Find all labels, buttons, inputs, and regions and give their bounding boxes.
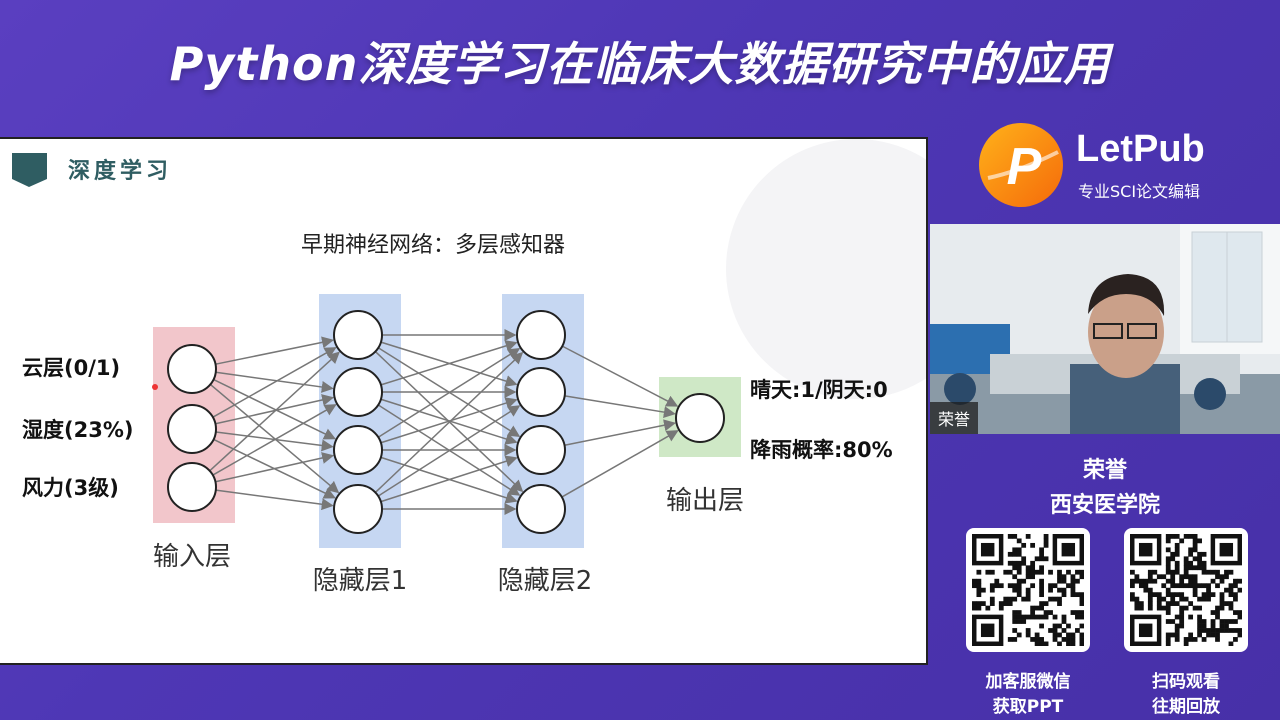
brand-tagline: 专业SCI论文编辑 — [1078, 182, 1201, 201]
layer-label-input: 输入层 — [153, 542, 231, 572]
input-node-1 — [167, 344, 217, 394]
network-nodes — [167, 310, 725, 534]
hidden2-node-3 — [516, 425, 566, 475]
qr-caption-replay: 扫码观看 往期回放 — [1111, 670, 1261, 720]
qr-caption-wechat-line-1: 加客服微信 — [985, 672, 1071, 692]
connection-arrow — [380, 397, 518, 444]
qr-code-image — [1130, 534, 1243, 647]
output-label-rain: 降雨概率:80% — [750, 438, 893, 462]
feature-label-wind: 风力(3级) — [22, 476, 119, 500]
connection-arrow — [212, 347, 337, 418]
hidden1-node-1 — [333, 310, 383, 360]
hidden1-node-3 — [333, 425, 383, 475]
layer-label-hidden-1: 隐藏层1 — [313, 566, 408, 596]
hidden2-node-2 — [516, 367, 566, 417]
feature-label-humidity: 湿度(23%) — [22, 418, 133, 442]
input-node-2 — [167, 404, 217, 454]
feature-label-cloud: 云层(0/1) — [22, 356, 120, 380]
connection-arrow — [561, 345, 679, 407]
page-title: Python深度学习在临床大数据研究中的应用 — [169, 37, 1111, 91]
qr-code-replay[interactable] — [1124, 528, 1248, 652]
hidden1-node-4 — [333, 484, 383, 534]
qr-code-image — [972, 534, 1085, 647]
qr-code-wechat[interactable] — [966, 528, 1090, 652]
video-frame-image — [930, 224, 1280, 434]
letpub-logo-icon: P — [979, 123, 1063, 207]
connection-arrow — [212, 404, 337, 476]
connection-arrow — [377, 405, 521, 497]
qr-caption-wechat-line-2: 获取PPT — [992, 697, 1064, 717]
diagram-title: 早期神经网络：多层感知器 — [301, 233, 565, 258]
connection-arrow — [377, 348, 521, 438]
mlp-diagram: 早期神经网络：多层感知器 云层(0/1) 湿度(23%) 风力(3级) 晴天:1… — [22, 233, 893, 596]
network-connections — [209, 329, 679, 515]
connection-arrow — [564, 395, 676, 419]
qr-caption-replay-line-2: 往期回放 — [1152, 697, 1220, 717]
connection-arrow — [209, 383, 340, 494]
connection-arrow — [564, 419, 676, 447]
connection-arrow — [215, 452, 335, 483]
qr-caption-replay-line-1: 扫码观看 — [1152, 672, 1220, 692]
connection-arrow — [215, 336, 334, 365]
connection-arrow — [209, 351, 340, 472]
connection-arrow — [215, 394, 335, 425]
brand-name: LetPub — [1076, 128, 1205, 170]
slide-panel: 深度学习 早期神经网络：多层感知器 云层(0/1) 湿度(23%) 风力(3级)… — [0, 137, 928, 665]
speaker-tag: 荣誉 — [930, 402, 979, 434]
connection-arrow — [215, 489, 334, 511]
connection-arrow — [380, 455, 518, 503]
hidden2-node-1 — [516, 310, 566, 360]
connection-arrow — [215, 371, 334, 393]
qr-caption-wechat: 加客服微信 获取PPT — [953, 670, 1103, 720]
speaker-video: 荣誉 — [930, 224, 1280, 434]
hidden2-node-4 — [516, 484, 566, 534]
slide-decoration — [726, 139, 926, 399]
laser-pointer-dot — [152, 384, 158, 390]
connection-arrow — [561, 430, 679, 498]
output-label-sunny: 晴天:1/阴天:0 — [750, 378, 888, 402]
layer-label-output: 输出层 — [666, 486, 744, 516]
section-title: 深度学习 — [68, 158, 173, 184]
connection-arrow — [374, 351, 524, 494]
hidden1-node-2 — [333, 367, 383, 417]
layer-label-hidden-2: 隐藏层2 — [498, 566, 593, 596]
svg-text:P: P — [1007, 138, 1042, 196]
speaker-name: 荣誉 — [1082, 458, 1127, 483]
output-node-1 — [675, 393, 725, 443]
speaker-org: 西安医学院 — [1049, 493, 1160, 518]
input-node-3 — [167, 462, 217, 512]
connection-arrow — [380, 340, 518, 386]
section-marker-icon — [12, 153, 47, 187]
connection-arrow — [213, 378, 336, 440]
